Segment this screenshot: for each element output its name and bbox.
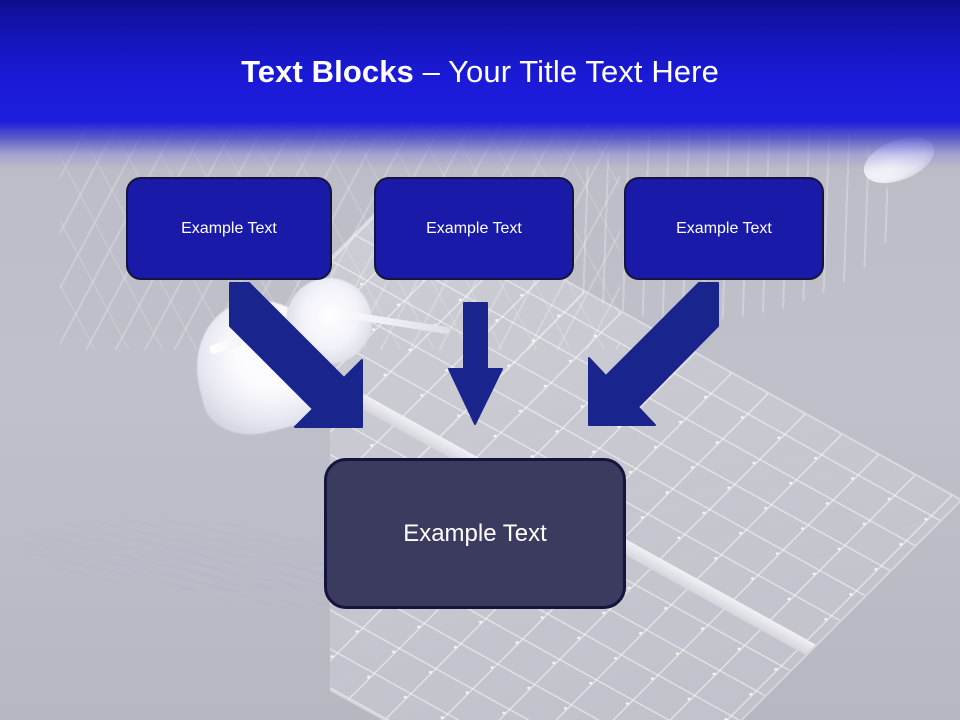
title-band xyxy=(0,0,960,178)
text-block-1[interactable]: Example Text xyxy=(126,177,332,280)
text-block-3-label: Example Text xyxy=(676,219,772,237)
text-block-3[interactable]: Example Text xyxy=(624,177,824,280)
page-title-rest: Your Title Text Here xyxy=(448,54,719,89)
text-block-result-label: Example Text xyxy=(403,519,547,547)
text-block-2[interactable]: Example Text xyxy=(374,177,574,280)
page-title: Text Blocks – Your Title Text Here xyxy=(0,52,960,92)
text-block-2-label: Example Text xyxy=(426,219,522,237)
page-title-strong: Text Blocks xyxy=(241,54,414,89)
text-block-result[interactable]: Example Text xyxy=(324,458,626,609)
page-title-separator: – xyxy=(413,54,449,89)
text-block-1-label: Example Text xyxy=(181,219,277,237)
